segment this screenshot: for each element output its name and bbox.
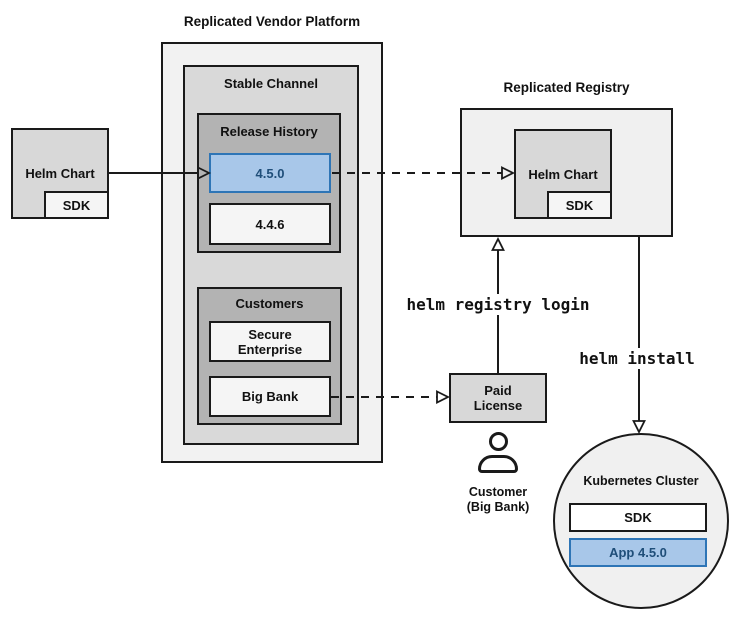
arrowhead-bigbank-to-license	[436, 390, 451, 404]
release-version-446: 4.4.6	[209, 203, 331, 245]
vendor-platform-title: Replicated Vendor Platform	[183, 14, 361, 29]
arrowhead-license-to-registry	[491, 236, 505, 251]
kubernetes-cluster-title: Kubernetes Cluster	[583, 474, 699, 488]
arrowhead-registry-to-cluster	[632, 420, 646, 435]
registry-sdk-box: SDK	[547, 191, 612, 219]
helm-install-label: helm install	[579, 348, 695, 369]
customers-label: Customers	[235, 296, 304, 311]
customer-secure-enterprise-box: Secure Enterprise	[209, 321, 331, 362]
release-history-label: Release History	[220, 124, 318, 139]
cluster-sdk-box: SDK	[569, 503, 707, 532]
helm-registry-login-label: helm registry login	[404, 294, 592, 315]
person-icon	[489, 432, 508, 451]
cluster-app-box: App 4.5.0	[569, 538, 707, 567]
source-sdk-box: SDK	[44, 191, 109, 219]
stable-channel-label: Stable Channel	[224, 76, 318, 91]
person-body-icon	[478, 455, 518, 473]
release-version-450: 4.5.0	[209, 153, 331, 193]
customer-big-bank-box: Big Bank	[209, 376, 331, 417]
paid-license-box: Paid License	[449, 373, 547, 423]
registry-title: Replicated Registry	[503, 80, 630, 95]
customer-caption: Customer (Big Bank)	[466, 485, 530, 514]
